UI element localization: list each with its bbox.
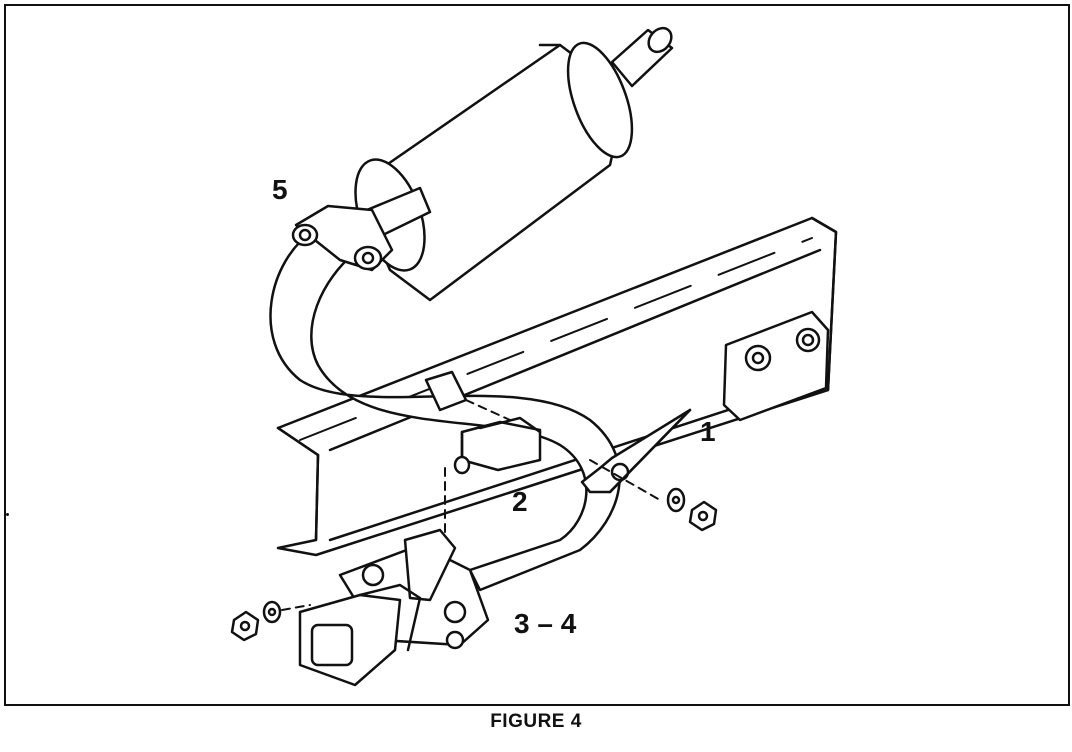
alignment-lines: [281, 399, 661, 611]
figure-frame: [4, 4, 1070, 706]
washer-nut-left: [230, 600, 282, 642]
exhaust-pipe: [269, 230, 621, 592]
tailpipe: [610, 26, 674, 88]
callout-2: 2: [512, 486, 528, 517]
callout-1: 1: [700, 416, 716, 447]
mount-bracket-2: [424, 370, 542, 475]
washer-nut-right: [666, 487, 718, 532]
callout-3-4: 3 – 4: [514, 608, 577, 639]
rear-hanger-bracket: [580, 310, 830, 494]
clamp-assembly: [298, 528, 490, 687]
figure-caption: FIGURE 4: [490, 711, 582, 732]
flange-clamp: [291, 204, 394, 272]
scan-speck: [6, 513, 9, 516]
callout-5: 5: [272, 174, 288, 205]
muffler: [354, 41, 634, 302]
